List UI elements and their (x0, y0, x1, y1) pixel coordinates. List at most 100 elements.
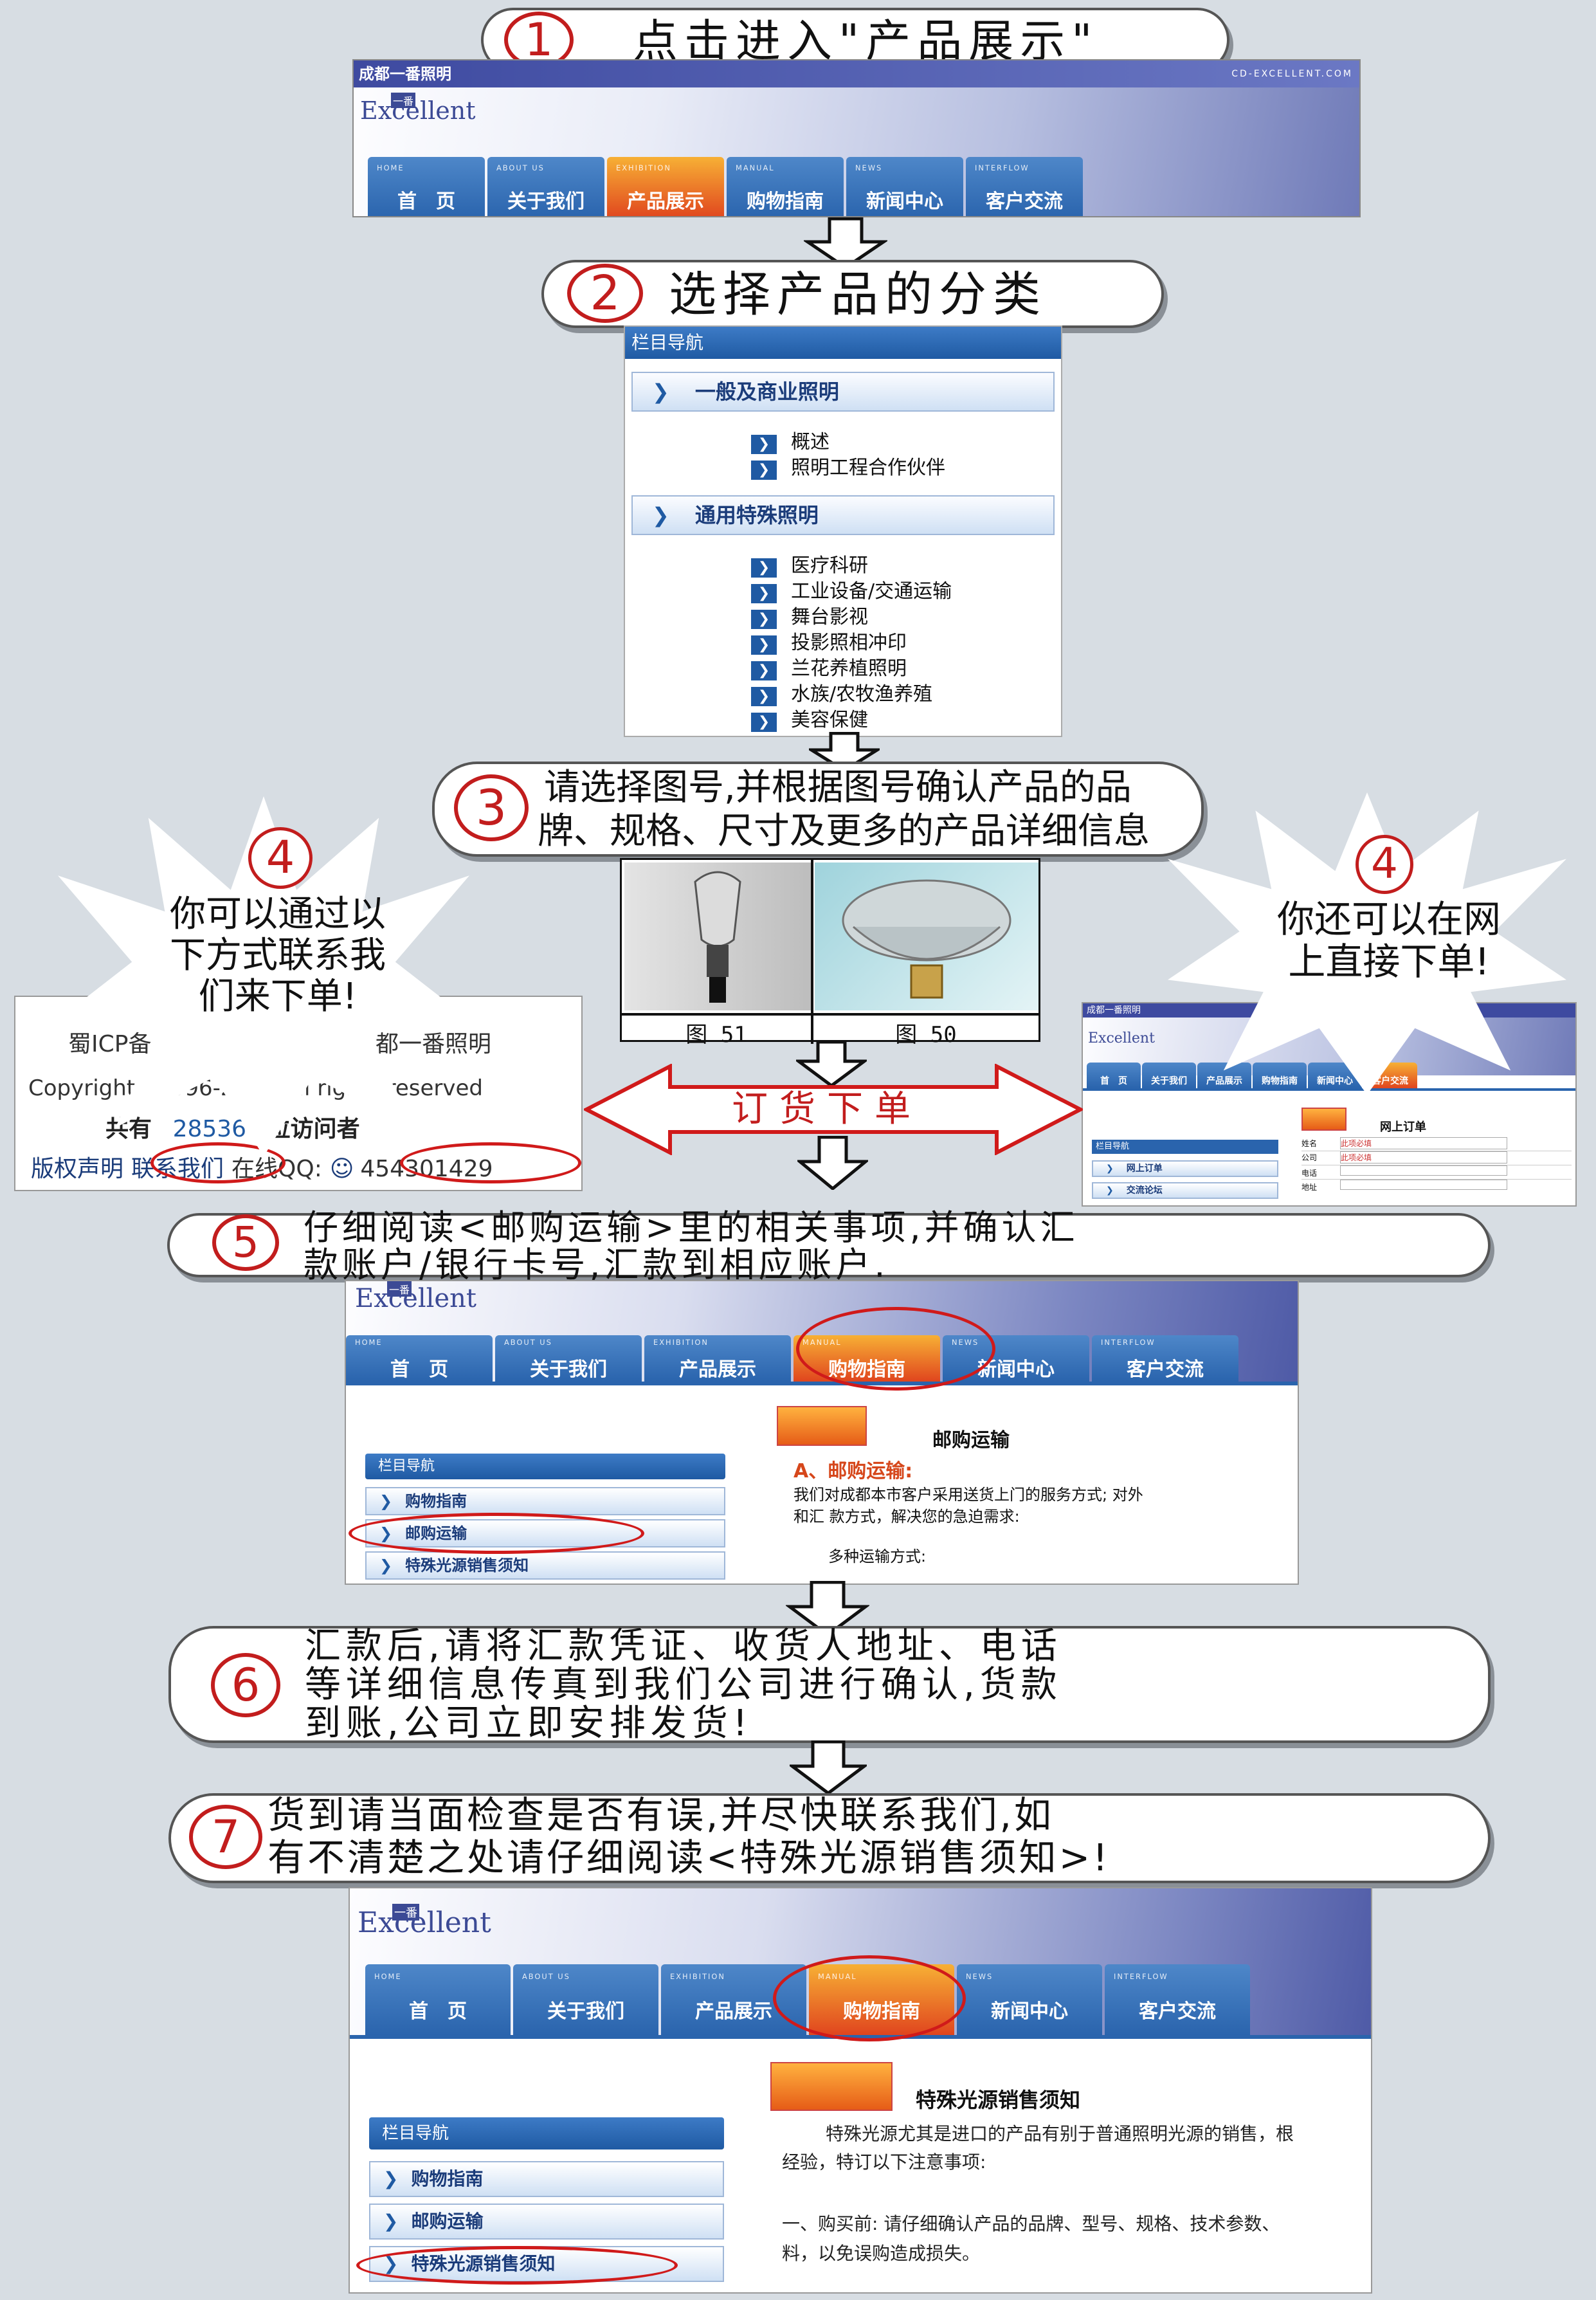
order-tab[interactable]: 关于我们 (1142, 1063, 1196, 1088)
step4-left-number: 4 (248, 827, 313, 889)
guide-para2: 和汇 款方式，解决您的急迫需求: (793, 1508, 1020, 1526)
category-general-lighting[interactable]: ❯一般及商业照明 (631, 372, 1055, 412)
visitor-count: 共有 28536 位访问者 (105, 1110, 360, 1144)
form-input[interactable]: 此项必填 (1340, 1137, 1507, 1149)
lamp-image (694, 871, 741, 1003)
figure-caption-row (622, 1013, 1038, 1016)
notice-logo-en: Excellent (358, 1906, 491, 1939)
chevron-right-icon: ❯ (383, 2168, 399, 2189)
order-tab[interactable]: 产品展示 (1197, 1063, 1251, 1088)
step6-number: 6 (211, 1653, 280, 1717)
step7-box (168, 1793, 1491, 1883)
nav-item[interactable]: ❯工业设备/交通运输 (751, 575, 952, 603)
copyright-link[interactable]: 版权声明 (31, 1156, 124, 1182)
nav-item[interactable]: ❯兰花养植照明 (751, 652, 907, 680)
down-arrow-icon (786, 1581, 869, 1636)
nav-item[interactable]: ❯舞台影视 (751, 601, 868, 629)
guide-side-item[interactable]: ❯购物指南 (365, 1487, 725, 1515)
step5-line1: 仔细阅读<邮购运输>里的相关事项,并确认汇 (304, 1207, 1079, 1248)
order-arrow-label: 订货下单 (732, 1088, 922, 1130)
guide-logo: 一番 Excellent (355, 1281, 476, 1313)
arrow-box-icon: ❯ (751, 713, 777, 732)
step4-left-text: 你可以通过以 下方式联系我 们来下单! (143, 894, 413, 1018)
qq-icon: ☺ (329, 1156, 354, 1182)
form-input[interactable] (1340, 1165, 1507, 1176)
notice-tab-en: EXHIBITION (670, 1972, 725, 1981)
guide-side-label: 特殊光源销售须知 (405, 1556, 529, 1574)
nav-item[interactable]: ❯美容保健 (751, 704, 868, 732)
guide-tab-en: ABOUT US (504, 1338, 552, 1347)
bulb-photo-51[interactable] (624, 863, 811, 1010)
form-input[interactable]: 此项必填 (1340, 1151, 1507, 1164)
nav-item[interactable]: ❯投影照相冲印 (751, 626, 907, 655)
notice-side-header: 栏目导航 (369, 2117, 724, 2149)
guide-sun-icon (777, 1406, 867, 1446)
guide-tab-label: 产品展示 (679, 1358, 756, 1381)
order-tabs: 首 页 关于我们 产品展示 购物指南 新闻中心 客户交流 (1087, 1063, 1417, 1088)
notice-tab-en: NEWS (966, 1972, 993, 1981)
bulb-photo-50[interactable] (815, 863, 1038, 1010)
form-label: 地址 (1301, 1183, 1318, 1192)
form-row: 电话 (1301, 1165, 1572, 1180)
guide-side-item[interactable]: ❯特殊光源销售须知 (365, 1551, 725, 1580)
order-side-item[interactable]: ❯网上订单 (1092, 1160, 1278, 1177)
step2-number: 2 (567, 264, 643, 323)
category-special-lighting[interactable]: ❯通用特殊照明 (631, 495, 1055, 535)
arrow-box-icon: ❯ (751, 584, 777, 603)
arrow-box-icon: ❯ (751, 635, 777, 655)
down-arrow-icon (796, 1041, 867, 1087)
notice-side-label: 邮购运输 (411, 2211, 484, 2232)
notice-tab-label: 关于我们 (547, 2000, 624, 2023)
chevron-right-icon: ❯ (1106, 1185, 1114, 1196)
form-input[interactable] (1340, 1180, 1507, 1190)
step7-line2: 有不清楚之处请仔细阅读<特殊光源销售须知>! (268, 1836, 1111, 1879)
guide-tab-label: 客户交流 (1127, 1358, 1204, 1381)
form-row: 公司此项必填 (1301, 1151, 1572, 1165)
step7-line1: 货到请当面检查是否有误,并尽快联系我们,如 (268, 1793, 1054, 1837)
order-navline (1083, 1088, 1575, 1091)
notice-p2: 经验，特订以下注意事项: (782, 2151, 986, 2173)
category-general-lighting-label: 一般及商业照明 (694, 379, 839, 404)
tab-manual-label: 购物指南 (747, 190, 824, 213)
step1-text: 点击进入"产品展示" (633, 15, 1099, 68)
down-arrow-icon (809, 732, 880, 772)
notice-side-item[interactable]: ❯购物指南 (369, 2161, 724, 2197)
notice-side-item[interactable]: ❯邮购运输 (369, 2204, 724, 2240)
notice-tab[interactable]: ABOUT US 关于我们 (513, 1964, 658, 2035)
notice-logo: 一番 Excellent (358, 1904, 491, 1939)
nav-item[interactable]: ❯照明工程合作伙伴 (751, 452, 945, 480)
notice-tab-label: 产品展示 (695, 2000, 772, 2023)
notice-tab-en: ABOUT US (522, 1972, 570, 1981)
guide-tab-en: HOME (355, 1338, 383, 1347)
notice-tab-en: INTERFLOW (1114, 1972, 1168, 1981)
order-title: 网上订单 (1380, 1120, 1426, 1134)
tab-exhibition-en: EXHIBITION (616, 163, 671, 172)
order-tab[interactable]: 首 页 (1087, 1063, 1141, 1088)
nav-item[interactable]: ❯概述 (751, 426, 830, 454)
site-url: CD-EXCELLENT.COM (1231, 69, 1353, 79)
guide-tab[interactable]: HOME 首 页 (346, 1335, 493, 1382)
step6-line3: 到账,公司立即安排发货! (305, 1702, 753, 1744)
nav-item-label: 兰花养植照明 (791, 657, 907, 680)
nav-item[interactable]: ❯医疗科研 (751, 549, 868, 578)
nav-item[interactable]: ❯水族/农牧渔养殖 (751, 678, 932, 706)
arrow-box-icon: ❯ (751, 435, 777, 454)
order-tab[interactable]: 购物指南 (1253, 1063, 1307, 1088)
order-side-item[interactable]: ❯交流论坛 (1092, 1182, 1278, 1199)
guide-tab-label: 首 页 (390, 1358, 448, 1381)
step5-box (167, 1213, 1491, 1277)
